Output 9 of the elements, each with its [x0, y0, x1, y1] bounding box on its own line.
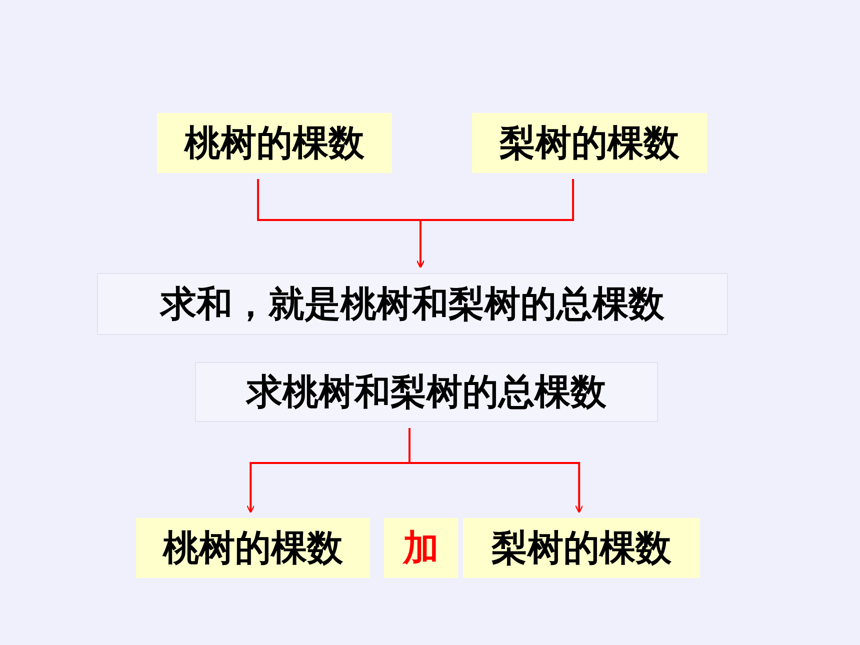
text-box: 求桃树和梨树的总棵数 [195, 362, 658, 422]
operator-box: 加 [384, 518, 458, 578]
arrow [416, 179, 574, 268]
text-box: 求和，就是桃树和梨树的总棵数 [97, 273, 728, 335]
arrow [408, 428, 584, 514]
label-box: 梨树的棵数 [463, 518, 700, 578]
label-box: 桃树的棵数 [157, 113, 392, 173]
label-box: 梨树的棵数 [472, 113, 707, 173]
label-box: 桃树的棵数 [136, 518, 370, 578]
